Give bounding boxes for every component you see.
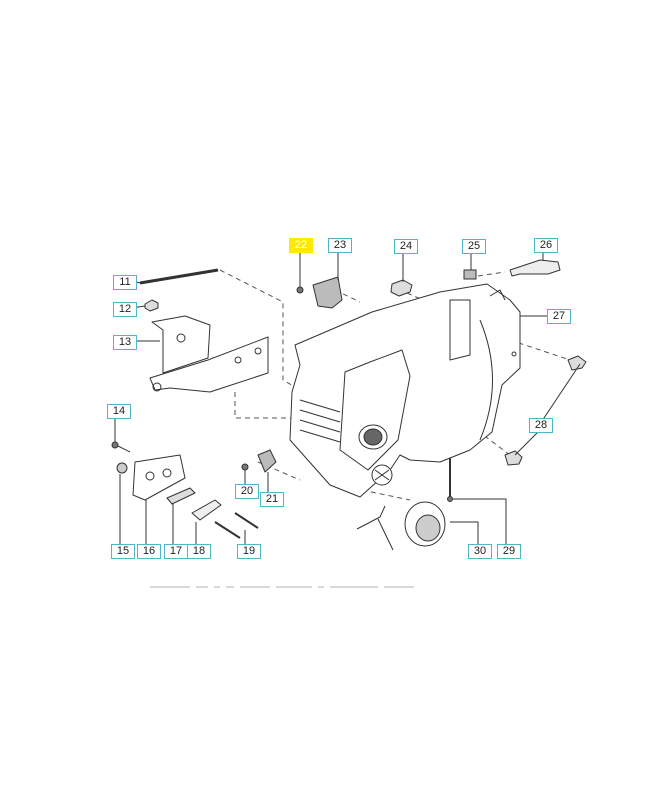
callout-21[interactable]: 21 <box>260 492 284 507</box>
callout-23[interactable]: 23 <box>328 238 352 253</box>
callout-17[interactable]: 17 <box>164 544 188 559</box>
callout-11[interactable]: 11 <box>113 275 137 290</box>
faded-caption-line <box>150 578 550 588</box>
part-12-nut <box>131 299 159 312</box>
callout-26[interactable]: 26 <box>534 238 558 253</box>
callout-12[interactable]: 12 <box>113 302 137 317</box>
part-19-bolts <box>214 512 259 544</box>
part-18-link <box>191 499 222 544</box>
callout-30[interactable]: 30 <box>468 544 492 559</box>
callout-28[interactable]: 28 <box>529 418 553 433</box>
callout-13[interactable]: 13 <box>113 335 137 350</box>
part-25-clip <box>463 252 477 280</box>
part-29-screw <box>447 458 507 544</box>
callout-15[interactable]: 15 <box>111 544 135 559</box>
callout-16[interactable]: 16 <box>137 544 161 559</box>
part-17-plate <box>166 487 196 544</box>
part-13-bracket <box>132 315 269 393</box>
part-26-lever <box>509 251 561 277</box>
part-20-screw <box>241 463 249 484</box>
part-16-plate <box>132 454 186 544</box>
callout-18[interactable]: 18 <box>187 544 211 559</box>
part-23-cover <box>312 251 343 309</box>
callout-22-highlighted[interactable]: 22 <box>289 238 313 253</box>
part-28-nuts <box>504 355 587 466</box>
callout-19[interactable]: 19 <box>237 544 261 559</box>
part-24-nut <box>390 252 413 297</box>
callout-14[interactable]: 14 <box>107 404 131 419</box>
part-21-clip <box>257 449 277 492</box>
part-14-screw <box>111 418 131 453</box>
part-11-rod <box>131 268 219 285</box>
callout-20[interactable]: 20 <box>235 484 259 499</box>
callout-25[interactable]: 25 <box>462 239 486 254</box>
part-27-housing <box>289 283 547 498</box>
callout-24[interactable]: 24 <box>394 239 418 254</box>
callout-27[interactable]: 27 <box>547 309 571 324</box>
part-15-nut <box>116 462 128 544</box>
part-22-screw <box>296 251 304 294</box>
part-30-cap <box>356 501 479 551</box>
callout-29[interactable]: 29 <box>497 544 521 559</box>
